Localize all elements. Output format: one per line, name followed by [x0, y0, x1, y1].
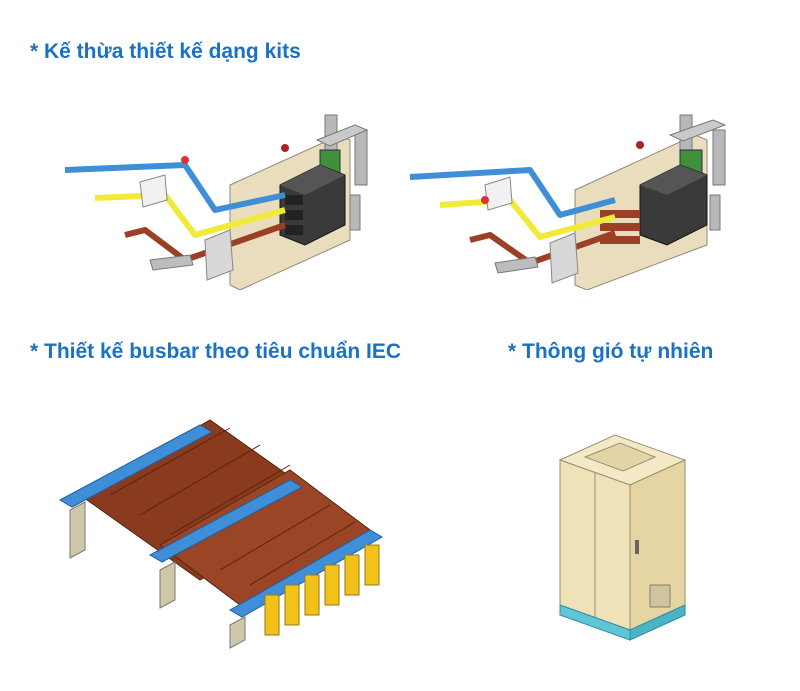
circuit-breaker-icon	[279, 164, 346, 246]
switchgear-kit-left-image	[64, 114, 369, 290]
support-bracket-icon	[139, 144, 289, 281]
kits-section-title: * Kế thừa thiết kế dạng kits	[30, 40, 301, 63]
yellow-terminals-icon	[264, 544, 380, 636]
busbar-conductors-icon	[64, 162, 286, 263]
busbar-system-image	[58, 419, 383, 649]
ventilation-section-title: * Thông gió tự nhiên	[508, 340, 714, 363]
ventilated-cabinet-image	[558, 434, 687, 641]
electrical-cabinet-icon	[558, 434, 687, 641]
busbar-section-title: * Thiết kế busbar theo tiêu chuẩn IEC	[30, 340, 402, 363]
circuit-breaker-icon	[600, 164, 708, 246]
support-bracket-icon	[481, 141, 644, 284]
switchgear-kit-right-image	[409, 114, 727, 290]
